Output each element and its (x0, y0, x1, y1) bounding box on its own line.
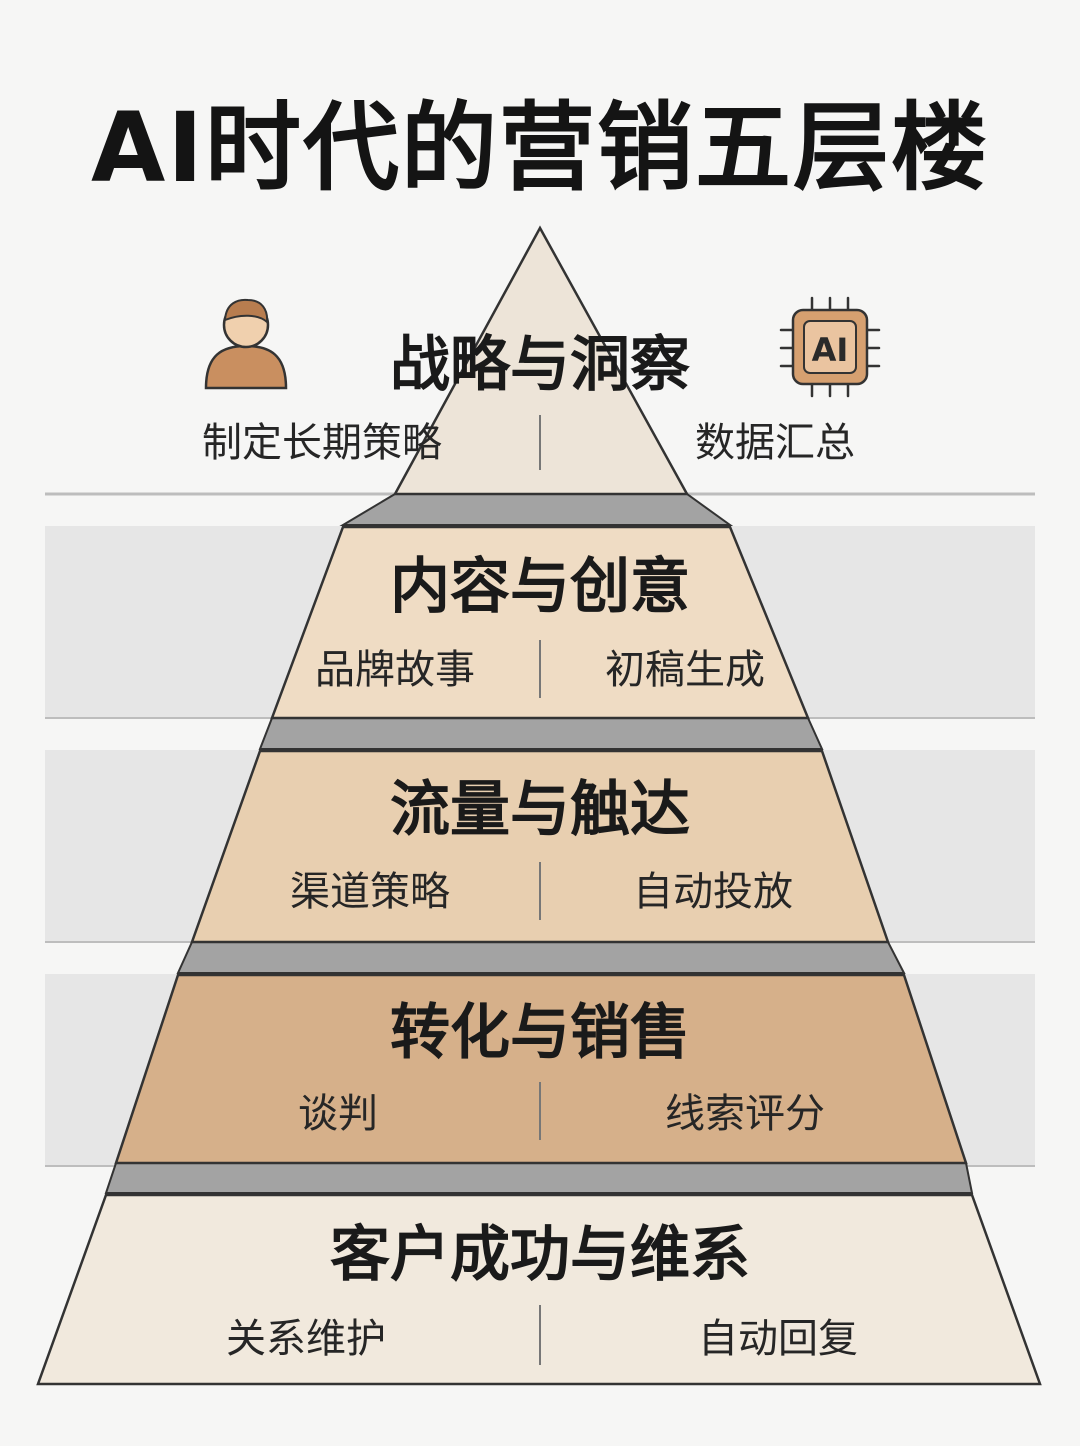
level-3-title: 流量与触达 (390, 775, 690, 845)
tier-5-shape (36, 1193, 1042, 1386)
tiers (36, 225, 1042, 1386)
level-2-left: 品牌故事 (315, 647, 475, 693)
level-1-title: 战略与洞察 (390, 330, 690, 400)
ledge-level-3 (258, 717, 824, 750)
level-4-right: 线索评分 (665, 1091, 825, 1137)
level-1-left: 制定长期策略 (202, 420, 442, 466)
level-2-title: 内容与创意 (390, 552, 690, 622)
level-1-right: 数据汇总 (695, 420, 855, 466)
level-2-right: 初稿生成 (605, 647, 765, 693)
person-body (204, 344, 288, 390)
ledge-level-2 (339, 493, 734, 526)
person-icon (204, 298, 288, 390)
tier-1-shape (392, 225, 690, 496)
ledge-level-4 (176, 941, 906, 974)
level-4-title: 转化与销售 (390, 998, 690, 1068)
person-hair (223, 298, 269, 325)
chip-label: AI (812, 331, 849, 369)
level-4-left: 谈判 (298, 1091, 378, 1137)
level-3-right: 自动投放 (633, 869, 793, 915)
tier-4-shape (114, 973, 968, 1165)
level-5-title: 客户成功与维系 (330, 1220, 750, 1290)
chip-core (803, 320, 857, 374)
page-title: AI时代的营销五层楼 (90, 92, 989, 204)
ledge-level-5 (104, 1162, 974, 1194)
tier-3-shape (190, 749, 890, 944)
ledges (104, 493, 974, 1194)
level-5-left: 关系维护 (226, 1316, 386, 1362)
ai-chip-icon: AI (779, 296, 881, 398)
tier-2-shape (270, 525, 810, 720)
level-3-left: 渠道策略 (290, 869, 450, 915)
level-5-right: 自动回复 (698, 1316, 858, 1362)
